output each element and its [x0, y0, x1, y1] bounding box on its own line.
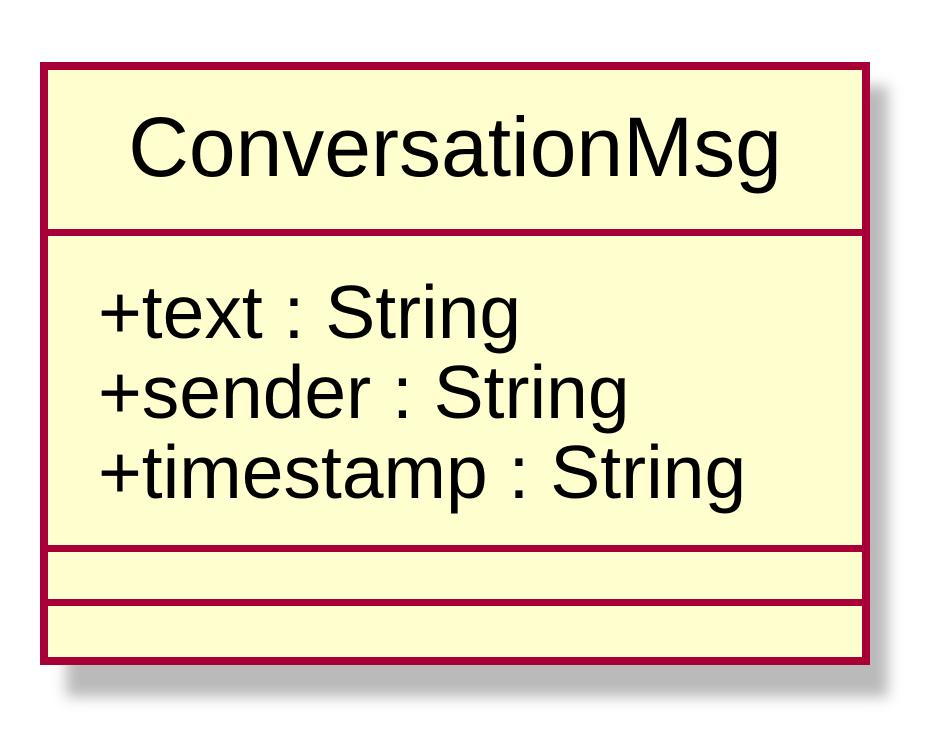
class-name-compartment: ConversationMsg	[48, 70, 862, 236]
attribute-text: +text : String	[98, 270, 522, 354]
attribute-sender: +sender : String	[98, 350, 630, 434]
attribute-list: +text : String +sender : String +timesta…	[98, 272, 862, 512]
uml-class-conversationmsg[interactable]: ConversationMsg +text : String +sender :…	[40, 62, 870, 665]
methods-compartment	[48, 552, 862, 606]
empty-compartment	[48, 606, 862, 657]
class-name: ConversationMsg	[128, 99, 782, 194]
attribute-timestamp: +timestamp : String	[98, 430, 747, 514]
attributes-compartment: +text : String +sender : String +timesta…	[48, 236, 862, 552]
